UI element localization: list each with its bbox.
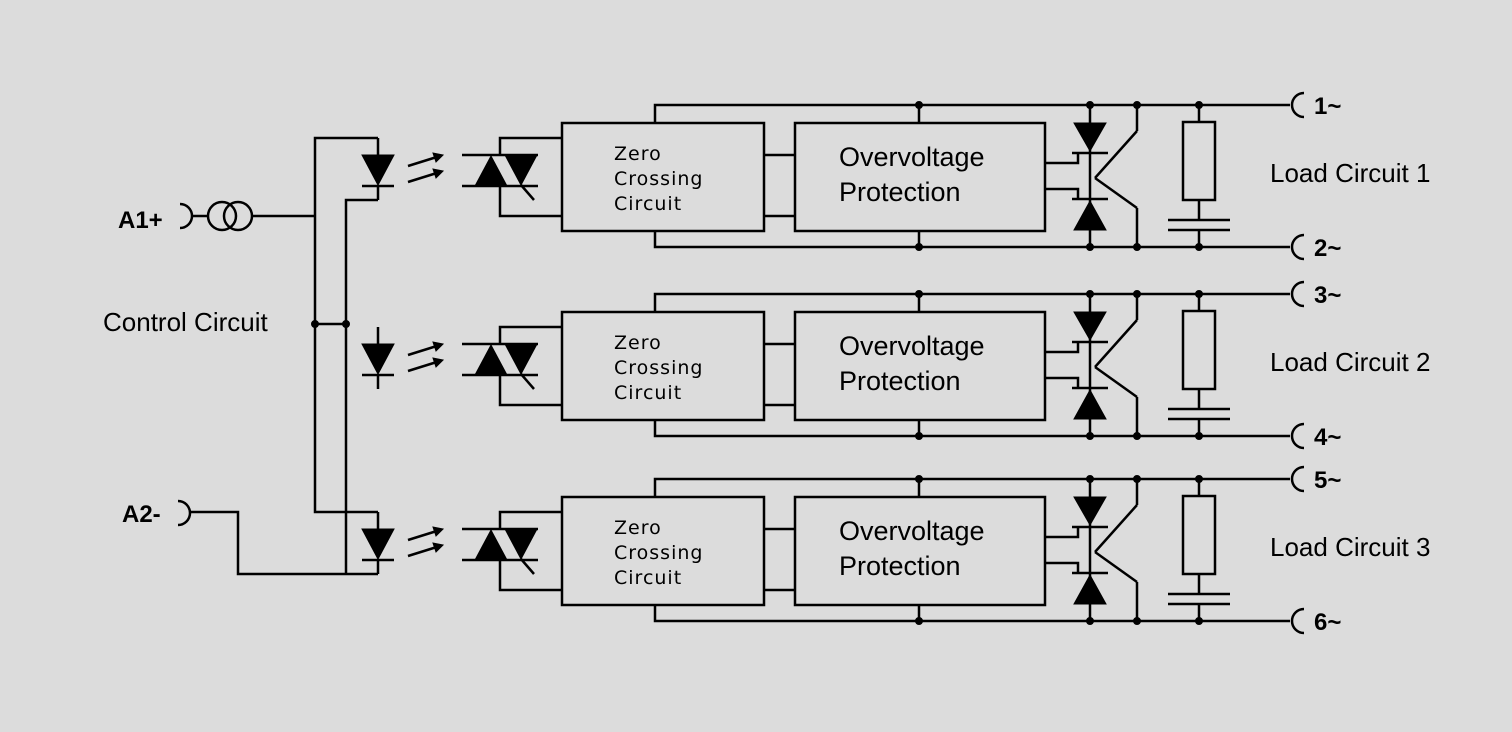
led-icon (361, 528, 395, 561)
zero-crossing-line-1: Zero (614, 517, 662, 539)
overvoltage-line-2: Protection (839, 177, 961, 207)
zero-crossing-line-1: Zero (614, 332, 662, 354)
terminal-top-label: 3~ (1314, 282, 1341, 309)
thyristor-pair-icon (1045, 290, 1108, 440)
rc-snubber-icon (1168, 101, 1230, 251)
load-circuit-label: Load Circuit 3 (1270, 532, 1430, 562)
zero-crossing-line-3: Circuit (614, 567, 682, 589)
terminal-a1-symbol (179, 202, 194, 230)
zero-crossing-line-3: Circuit (614, 193, 682, 215)
led-icon (361, 154, 395, 187)
terminal-bottom-symbol (1290, 422, 1305, 450)
terminal-top-label: 5~ (1314, 467, 1341, 494)
terminal-bottom-symbol (1290, 607, 1305, 635)
varistor-icon (1094, 475, 1141, 625)
negative-bus (344, 198, 378, 574)
control-circuit-label: Control Circuit (103, 307, 268, 337)
terminal-bottom-label: 6~ (1314, 609, 1341, 636)
overvoltage-line-1: Overvoltage (839, 516, 985, 546)
overvoltage-line-2: Protection (839, 551, 961, 581)
light-emission-icon (407, 341, 445, 373)
terminal-a2-label: A2- (122, 501, 161, 528)
terminal-bottom-label: 2~ (1314, 235, 1341, 262)
zero-crossing-line-2: Crossing (614, 168, 703, 190)
varistor-icon (1094, 290, 1141, 440)
current-source-icon (206, 200, 254, 232)
terminal-top-symbol (1290, 280, 1305, 308)
terminal-a2-symbol (177, 499, 192, 527)
terminal-a1-label: A1+ (118, 207, 163, 234)
zero-crossing-box (560, 310, 766, 422)
light-emission-icon (407, 526, 445, 558)
terminal-top-symbol (1290, 91, 1305, 119)
opto-triac-icon (462, 527, 538, 575)
zero-crossing-box (560, 495, 766, 607)
zero-crossing-line-2: Crossing (614, 357, 703, 379)
terminal-top-symbol (1290, 465, 1305, 493)
terminal-bottom-label: 4~ (1314, 424, 1341, 451)
led-icon (361, 343, 395, 376)
zero-crossing-line-3: Circuit (614, 382, 682, 404)
thyristor-pair-icon (1045, 475, 1108, 625)
light-emission-icon (407, 152, 445, 184)
rc-snubber-icon (1168, 290, 1230, 440)
overvoltage-line-1: Overvoltage (839, 331, 985, 361)
load-circuit-label: Load Circuit 2 (1270, 347, 1430, 377)
terminal-bottom-symbol (1290, 233, 1305, 261)
zero-crossing-box (560, 121, 766, 233)
varistor-icon (1094, 101, 1141, 251)
input-section: A1+ A2- Control Circuit (103, 136, 378, 576)
overvoltage-line-1: Overvoltage (839, 142, 985, 172)
zero-crossing-line-1: Zero (614, 143, 662, 165)
terminal-top-label: 1~ (1314, 93, 1341, 120)
load-circuit-label: Load Circuit 1 (1270, 158, 1430, 188)
rc-snubber-icon (1168, 475, 1230, 625)
overvoltage-line-2: Protection (839, 366, 961, 396)
thyristor-pair-icon (1045, 101, 1108, 251)
zero-crossing-line-2: Crossing (614, 542, 703, 564)
